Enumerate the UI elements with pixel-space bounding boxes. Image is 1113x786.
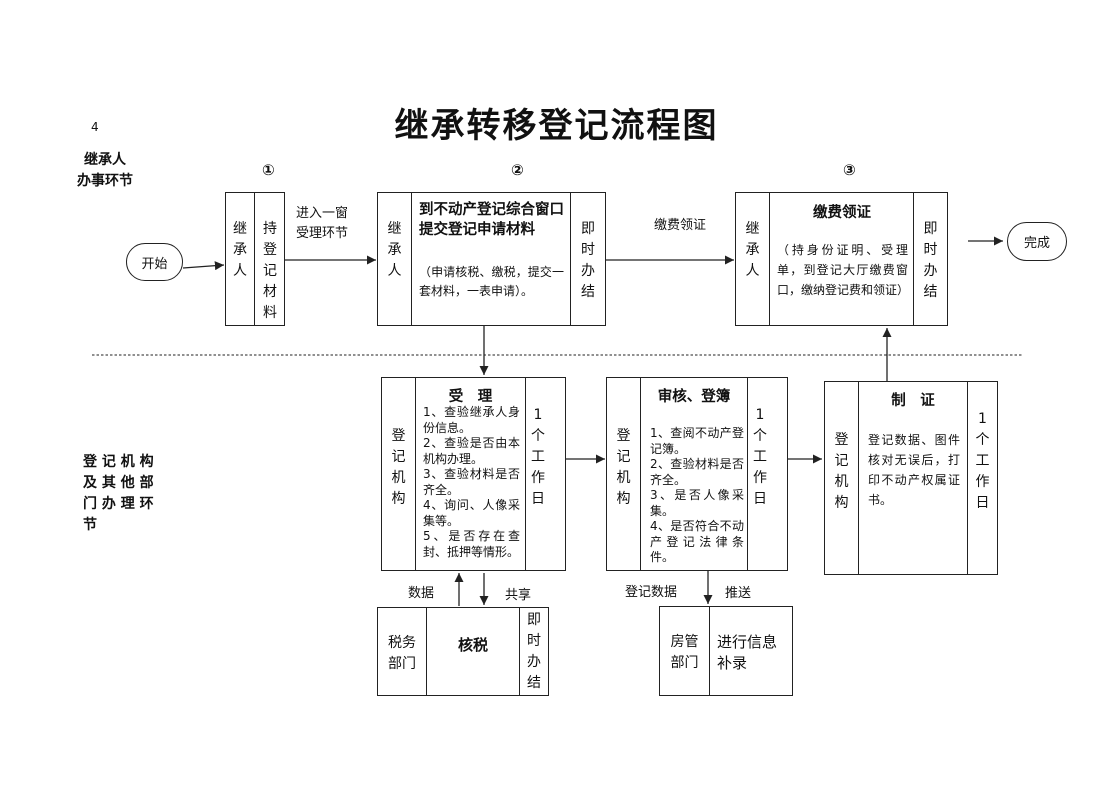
end-node: 完成: [1007, 222, 1067, 261]
step2-detail: （申请核税、缴税，提交一套材料，一表申请）。: [419, 265, 564, 298]
accept-items: 1、查验继承人身份信息。 2、查验是否由本机构办理。 3、查验材料是否齐全。 4…: [423, 405, 520, 559]
review-box: 登 记 机 构 审核、登簿 1、查阅不动产登记簿。 2、查验材料是否齐全。 3、…: [606, 377, 788, 571]
step1-box: 继 承 人 持 登 记 材 料: [225, 192, 285, 326]
certify-timing: 1 个 工 作 日: [975, 411, 990, 511]
page-title: 继承转移登记流程图: [394, 106, 719, 146]
start-label: 开始: [141, 256, 168, 272]
housing-heading: 进行信息补录: [717, 633, 778, 672]
certify-box: 登 记 机 构 制 证 登记数据、图件核对无误后，打印不动产权属证书。 1 个 …: [824, 381, 998, 575]
accept-box: 登 记 机 构 受 理 1、查验继承人身份信息。 2、查验是否由本机构办理。 3…: [381, 377, 566, 571]
edge-label-fee: 缴费领证: [654, 218, 707, 233]
step3-role: 继 承 人: [745, 221, 760, 279]
label-push: 推送: [725, 586, 752, 601]
step2-heading: 到不动产登记综合窗口提交登记申请材料: [419, 202, 564, 238]
step3-box: 继 承 人 缴费领证 （持身份证明、受理单，到登记大厅缴费窗口，缴纳登记费和领证…: [735, 192, 948, 326]
housing-dept: 房管 部门: [670, 634, 699, 671]
step1-role: 继 承 人: [233, 221, 247, 279]
step2-role: 继 承 人: [387, 221, 402, 279]
tax-box: 税务 部门 核税 即 时 办 结: [377, 607, 549, 696]
step2-box: 继 承 人 到不动产登记综合窗口提交登记申请材料 （申请核税、缴税，提交一套材料…: [377, 192, 606, 326]
accept-heading: 受 理: [448, 389, 493, 405]
end-label: 完成: [1023, 236, 1050, 251]
label-data: 数据: [408, 586, 435, 601]
lane-agency: 登 记 机 构 及 其 他 部 门 办 理 环 节: [83, 454, 154, 533]
page-number: 4: [91, 120, 99, 134]
tax-timing: 即 时 办 结: [527, 612, 541, 691]
housing-box: 房管 部门 进行信息补录: [659, 606, 793, 696]
review-role: 登 记 机 构: [616, 428, 631, 507]
certify-role: 登 记 机 构: [834, 432, 849, 511]
step-marker-3: ③: [843, 161, 856, 179]
certify-heading: 制 证: [891, 393, 935, 409]
label-share: 共享: [505, 588, 532, 603]
certify-detail: 登记数据、图件核对无误后，打印不动产权属证书。: [868, 433, 960, 507]
lane-applicant: 继承人 办事环节: [77, 152, 133, 189]
edge-label-window: 进入一窗 受理环节: [296, 206, 349, 241]
label-registry-data: 登记数据: [625, 585, 678, 600]
step-marker-2: ②: [511, 161, 524, 179]
step3-timing: 即 时 办 结: [923, 221, 938, 300]
step3-heading: 缴费领证: [813, 205, 871, 221]
step3-detail: （持身份证明、受理单，到登记大厅缴费窗口，缴纳登记费和领证）: [777, 243, 910, 297]
accept-timing: 1 个 工 作 日: [531, 407, 545, 507]
tax-dept: 税务 部门: [388, 635, 416, 672]
arrow-start-to-step1: [182, 261, 225, 271]
review-timing: 1 个 工 作 日: [753, 407, 767, 507]
review-heading: 审核、登簿: [657, 389, 731, 405]
step-marker-1: ①: [262, 161, 275, 179]
review-items: 1、查阅不动产登记簿。 2、查验材料是否齐全。 3、是否人像采集。 4、是否符合…: [650, 426, 744, 564]
step2-timing: 即 时 办 结: [581, 221, 595, 300]
tax-heading: 核税: [457, 636, 488, 654]
step1-action: 持 登 记 材 料: [263, 221, 277, 321]
accept-role: 登 记 机 构: [391, 428, 406, 507]
start-node: 开始: [126, 243, 183, 281]
